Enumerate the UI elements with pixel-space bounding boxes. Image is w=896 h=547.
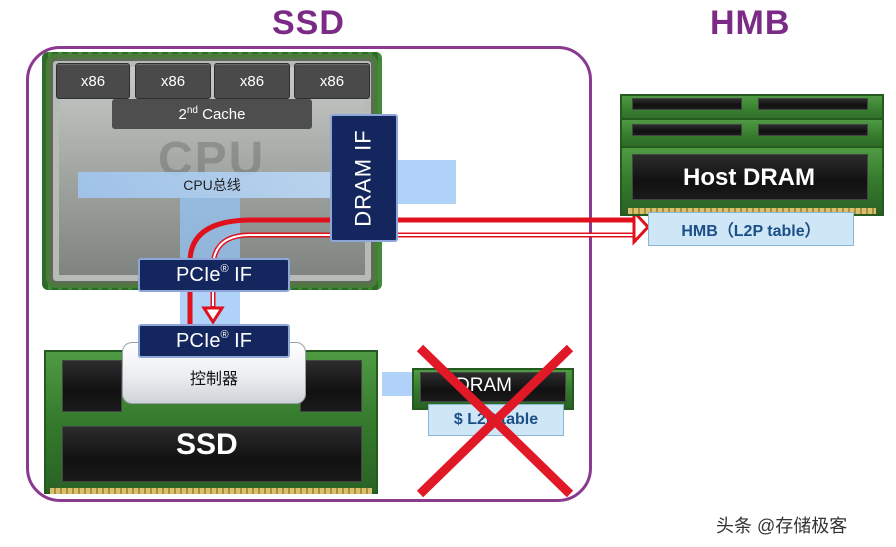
cpu-core-1: x86 bbox=[56, 63, 130, 99]
pcie-upper-reg: ® bbox=[220, 263, 229, 275]
local-l2p-table: $ L2P table bbox=[428, 404, 564, 436]
host-dram-connector bbox=[628, 208, 876, 214]
ssd-board-connector bbox=[50, 488, 372, 494]
ssd-board-label: SSD bbox=[176, 428, 238, 461]
host-dram-chip-4 bbox=[758, 124, 868, 136]
cpu-core-4: x86 bbox=[294, 63, 370, 99]
hmb-l2p-table: HMB（L2P table） bbox=[648, 212, 854, 246]
pcie-upper-if: IF bbox=[228, 263, 252, 286]
host-dram-label: Host DRAM bbox=[683, 164, 815, 191]
cpu-core-3: x86 bbox=[214, 63, 290, 99]
source-watermark: 头条 @存储极客 bbox=[716, 516, 848, 536]
ssd-flash-chip-1 bbox=[62, 360, 122, 412]
host-dram-chip-2 bbox=[758, 98, 868, 110]
cross-mark-icon bbox=[416, 344, 574, 498]
cache-superscript: nd bbox=[186, 104, 198, 116]
pcie-interface-cpu: PCIe® IF bbox=[138, 258, 290, 292]
pcie-lower-text: PCIe bbox=[176, 329, 221, 352]
dram-interface-label: DRAM IF bbox=[351, 129, 377, 227]
pcie-lower-if: IF bbox=[228, 329, 252, 352]
ssd-title: SSD bbox=[272, 4, 345, 42]
pcie-upper-text: PCIe bbox=[176, 263, 221, 286]
cache-number: 2 bbox=[178, 105, 187, 123]
cache-text: Cache bbox=[197, 105, 246, 123]
host-arrowhead bbox=[632, 208, 651, 246]
dram-interface: DRAM IF bbox=[330, 114, 398, 242]
ssd-flash-chip-2 bbox=[300, 360, 362, 412]
cpu-core-2: x86 bbox=[135, 63, 211, 99]
pcie-interface-ssd: PCIe® IF bbox=[138, 324, 290, 358]
ssd-arrowhead bbox=[201, 306, 225, 325]
host-dram-chip-front bbox=[632, 154, 868, 200]
ssd-boundary bbox=[26, 46, 592, 502]
pcie-lower-reg: ® bbox=[220, 329, 229, 341]
ssd-flash-chip-3 bbox=[62, 426, 362, 482]
host-dram-chip-1 bbox=[632, 98, 742, 110]
cpu-bus: CPU总线 bbox=[78, 172, 346, 198]
host-dram-chip-3 bbox=[632, 124, 742, 136]
bus-extension bbox=[398, 160, 456, 204]
hmb-title: HMB bbox=[710, 4, 791, 42]
